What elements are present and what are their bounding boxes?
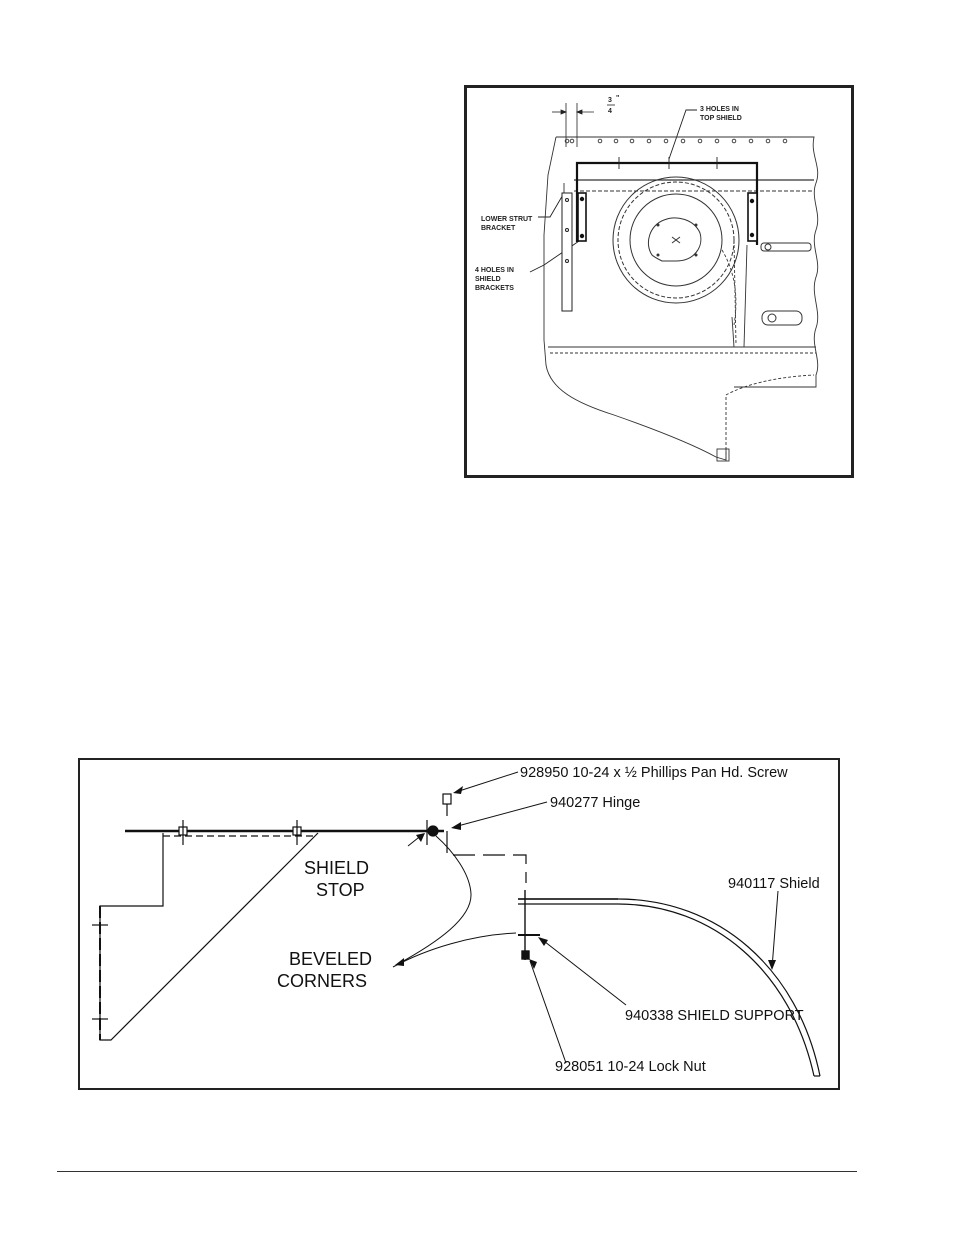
footer-rule	[57, 1171, 857, 1172]
bottom-figure-frame	[79, 759, 839, 1089]
bottom-figure: 928950 10-24 x ½ Phillips Pan Hd. Screw …	[78, 758, 840, 1090]
label-holes-line2: SHIELD	[475, 276, 501, 283]
label-shield-stop-line1: SHIELD	[304, 858, 369, 878]
dimension-numerator: 3	[608, 97, 612, 104]
label-locknut: 928051 10-24 Lock Nut	[555, 1059, 706, 1075]
dimension-unit: "	[616, 95, 619, 102]
right-shield-bracket	[748, 193, 757, 241]
left-shield-bracket	[578, 193, 586, 241]
label-strut-line1: LOWER STRUT	[481, 216, 533, 223]
bottom-diagram-svg: 928950 10-24 x ½ Phillips Pan Hd. Screw …	[78, 758, 840, 1090]
label-top-shield-line2: TOP SHIELD	[700, 115, 742, 122]
label-support: 940338 SHIELD SUPPORT	[625, 1008, 804, 1024]
label-holes-line3: BRACKETS	[475, 285, 514, 292]
label-top-shield-line1: 3 HOLES IN	[700, 106, 739, 113]
label-beveled-line2: CORNERS	[277, 971, 367, 991]
top-figure-frame	[466, 87, 853, 477]
label-screw: 928950 10-24 x ½ Phillips Pan Hd. Screw	[520, 765, 788, 781]
label-hinge: 940277 Hinge	[550, 795, 640, 811]
top-diagram-svg: 3 4 " 3 HOLES IN TOP SHIELD LOWER STRUT …	[464, 85, 854, 478]
label-holes-line1: 4 HOLES IN	[475, 267, 514, 274]
label-shield: 940117 Shield	[728, 876, 820, 892]
dimension-denominator: 4	[608, 108, 612, 115]
label-beveled-line1: BEVELED	[289, 949, 372, 969]
top-figure: 3 4 " 3 HOLES IN TOP SHIELD LOWER STRUT …	[464, 85, 854, 478]
label-shield-stop-line2: STOP	[316, 880, 365, 900]
label-strut-line2: BRACKET	[481, 225, 516, 232]
lower-strut-bracket	[562, 193, 572, 311]
